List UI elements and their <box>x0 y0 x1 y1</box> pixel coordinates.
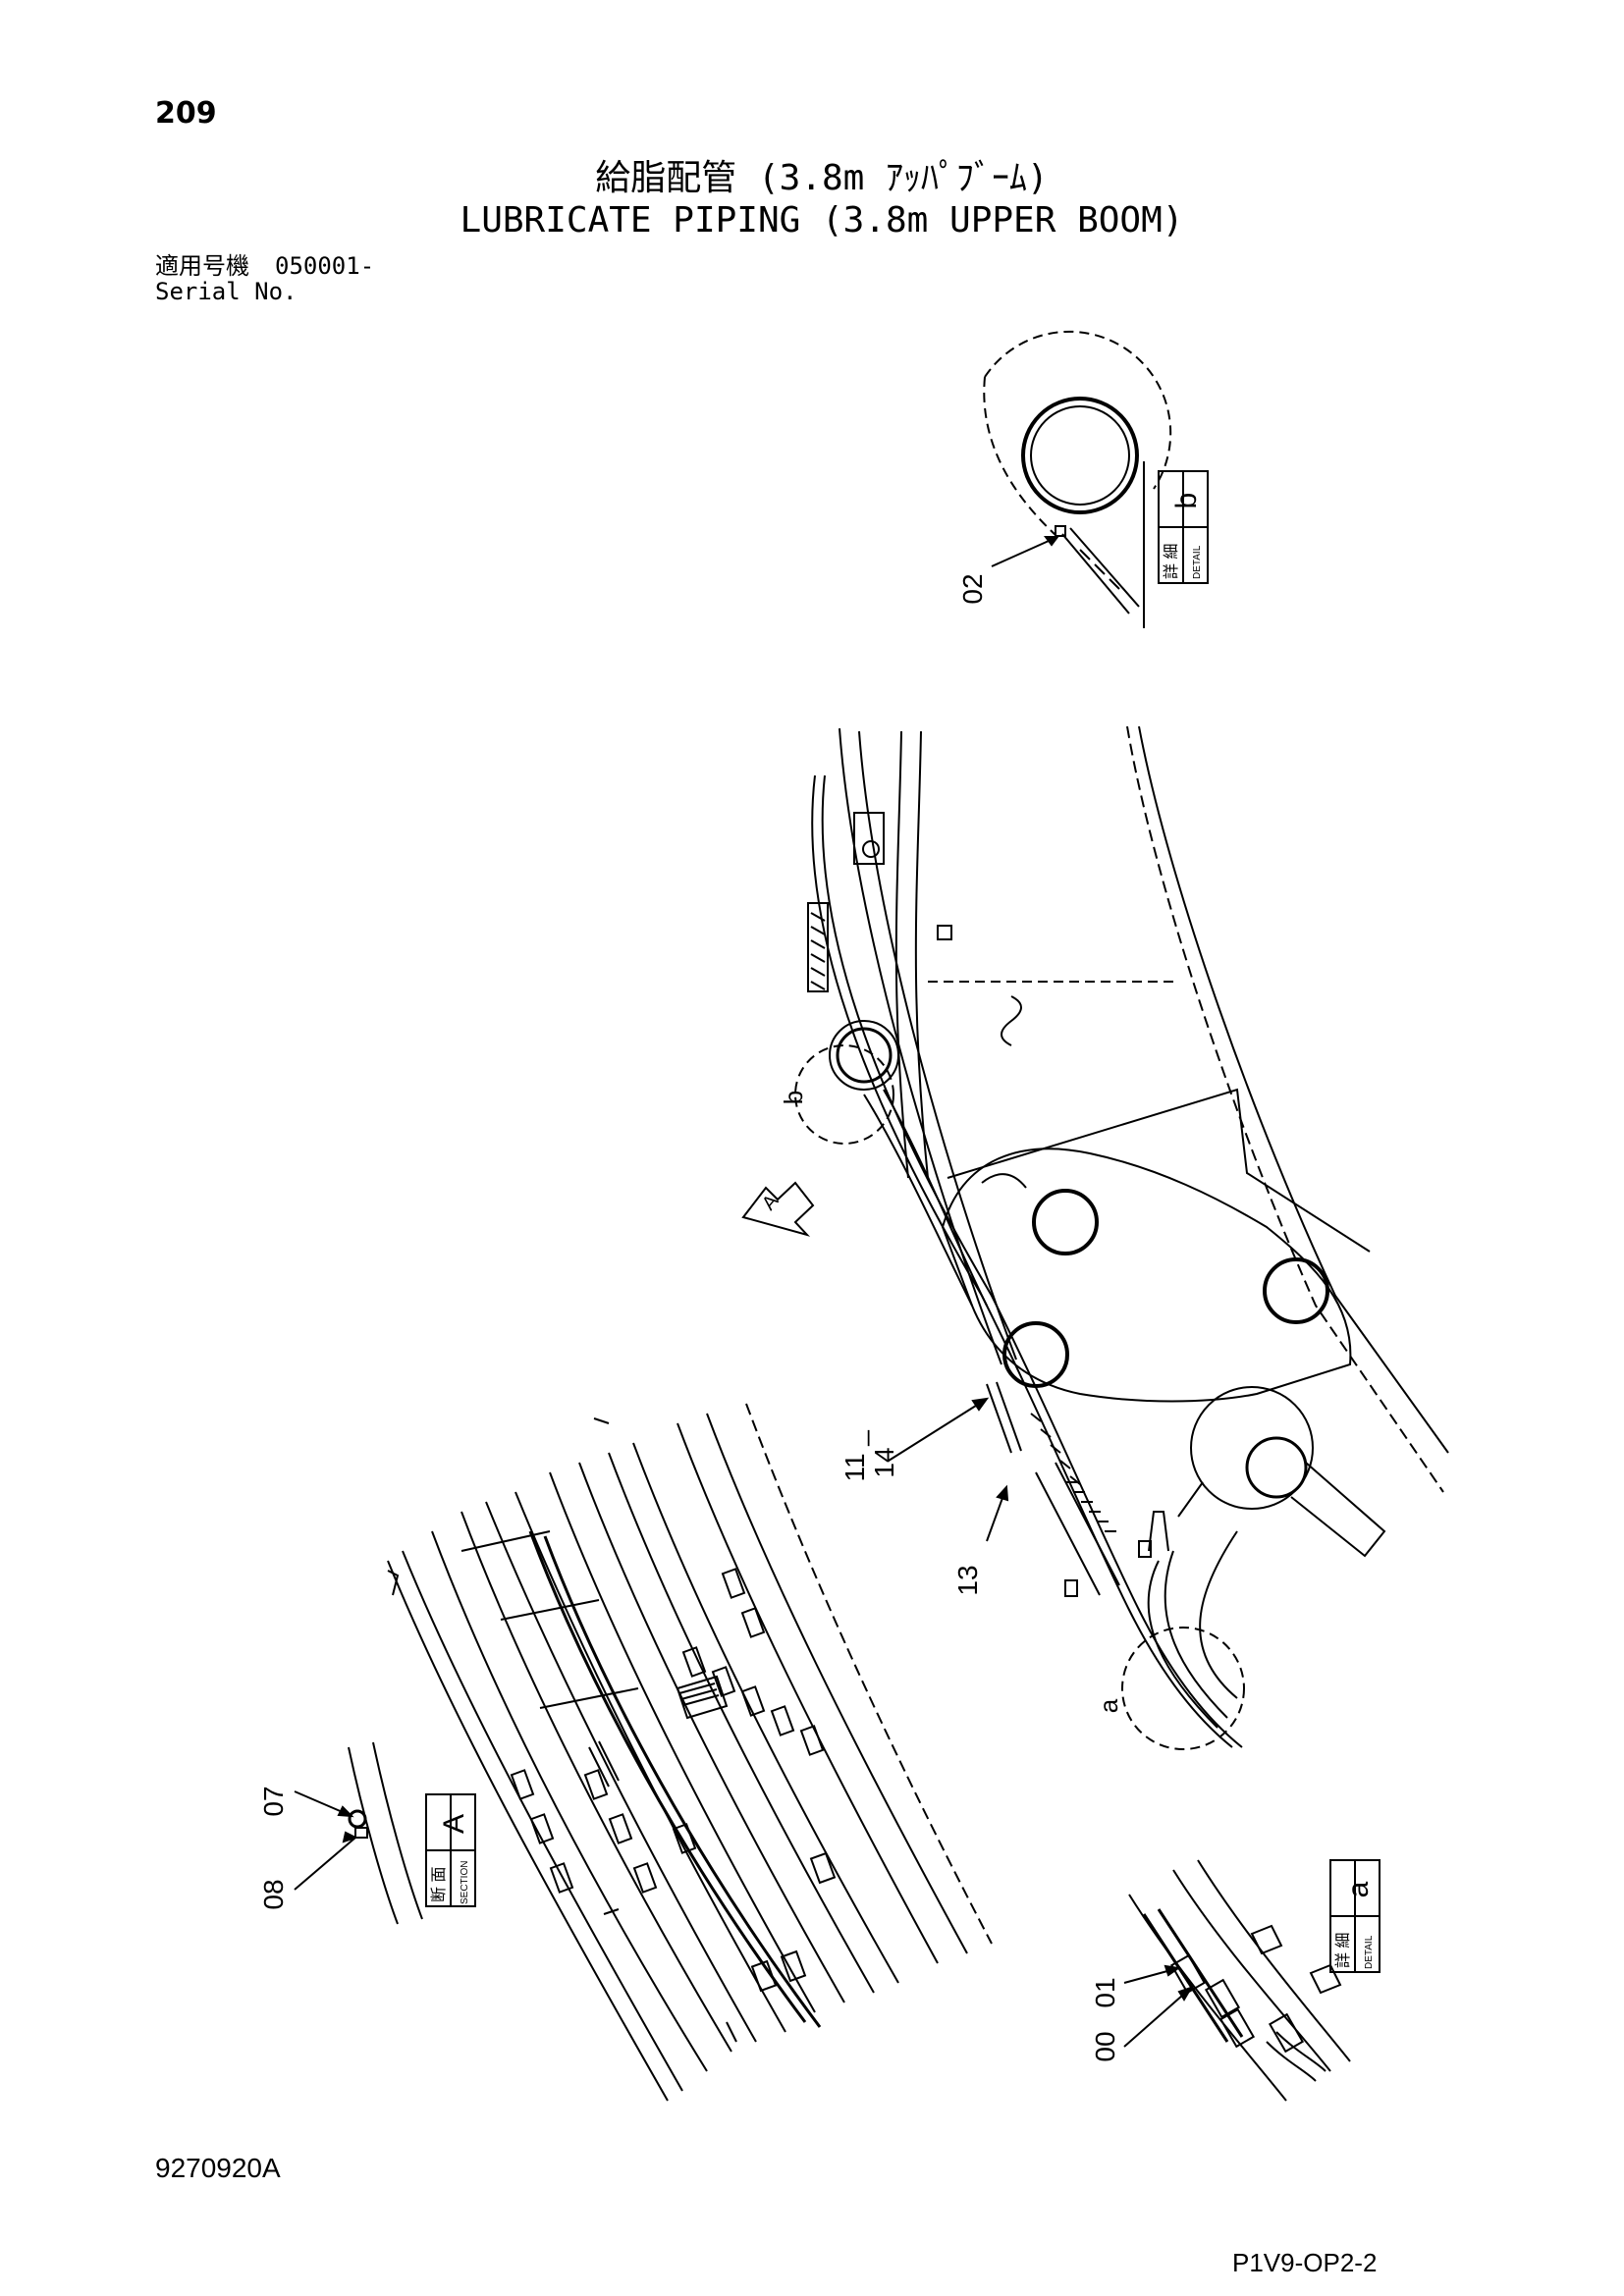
callout-11: 11 <box>839 1453 870 1481</box>
boom-structure <box>829 725 1449 1558</box>
callout-08: 08 <box>258 1879 289 1909</box>
callout-11-14: 11 _ 14 <box>839 1430 899 1482</box>
detail-a-letter: a <box>1342 1881 1375 1897</box>
detail-circle-a <box>1121 1627 1245 1750</box>
detail-b-kanji: 詳 細 <box>1163 544 1180 579</box>
title-japanese: 給脂配管 (3.8m ｱｯﾊﾟﾌﾞｰﾑ) <box>595 158 1049 198</box>
detail-b-letter: b <box>1170 493 1203 509</box>
serial-block: 適用号機 050001- Serial No. <box>155 253 374 304</box>
detail-circle-b <box>794 1044 894 1145</box>
leader-08 <box>294 1837 356 1891</box>
grease-hoses <box>807 774 1243 1748</box>
section-a-view <box>387 1403 993 2102</box>
leader-02-arrow <box>1044 536 1059 547</box>
serial-label-jp: 適用号機 <box>155 252 249 280</box>
ref-a-label: a <box>1094 1698 1123 1713</box>
title-english: LUBRICATE PIPING (3.8m UPPER BOOM) <box>460 200 1184 240</box>
detail-a-view <box>1128 1859 1351 2102</box>
section-a-letter: A <box>438 1814 470 1834</box>
page-number: 209 <box>155 96 217 131</box>
section-a-kanji: 断 面 <box>430 1867 448 1902</box>
page-code: P1V9-OP2-2 <box>1232 2248 1378 2277</box>
drawing-number: 9270920A <box>155 2153 281 2183</box>
callout-14: 14 <box>869 1447 899 1477</box>
section-a-caption: SECTION <box>460 1861 470 1904</box>
section-a-parts <box>348 1741 423 1925</box>
leader-00 <box>1123 1987 1192 2048</box>
callout-00: 00 <box>1090 2031 1120 2061</box>
view-arrow-a: A <box>741 1181 815 1237</box>
callout-11-dash: _ <box>839 1430 870 1447</box>
serial-label-en: Serial No. <box>155 278 298 305</box>
callout-13: 13 <box>952 1565 983 1595</box>
callout-02: 02 <box>957 573 988 604</box>
leader-11-14-arrow <box>971 1397 990 1412</box>
leader-07-arrow <box>337 1805 354 1818</box>
leader-08-arrow <box>342 1831 358 1843</box>
serial-value: 050001- <box>275 252 375 280</box>
detail-a-box: 詳 細 DETAIL a <box>1329 1859 1380 1973</box>
leader-13-arrow <box>996 1484 1009 1502</box>
detail-a-kanji: 詳 細 <box>1334 1933 1352 1968</box>
leader-00-arrow <box>1177 1986 1194 2002</box>
leader-11-14 <box>888 1398 988 1462</box>
detail-a-caption: DETAIL <box>1364 1935 1375 1969</box>
section-a-box: 断 面 SECTION A <box>425 1793 476 1907</box>
leader-01-arrow <box>1164 1964 1181 1977</box>
callout-07: 07 <box>258 1786 289 1816</box>
leader-02 <box>991 536 1058 567</box>
ref-b-label: b <box>779 1091 808 1104</box>
callout-01: 01 <box>1090 1977 1120 2007</box>
detail-b-box: 詳 細 DETAIL b <box>1158 470 1209 584</box>
detail-b-caption: DETAIL <box>1192 545 1203 579</box>
detail-b-view <box>983 330 1172 628</box>
